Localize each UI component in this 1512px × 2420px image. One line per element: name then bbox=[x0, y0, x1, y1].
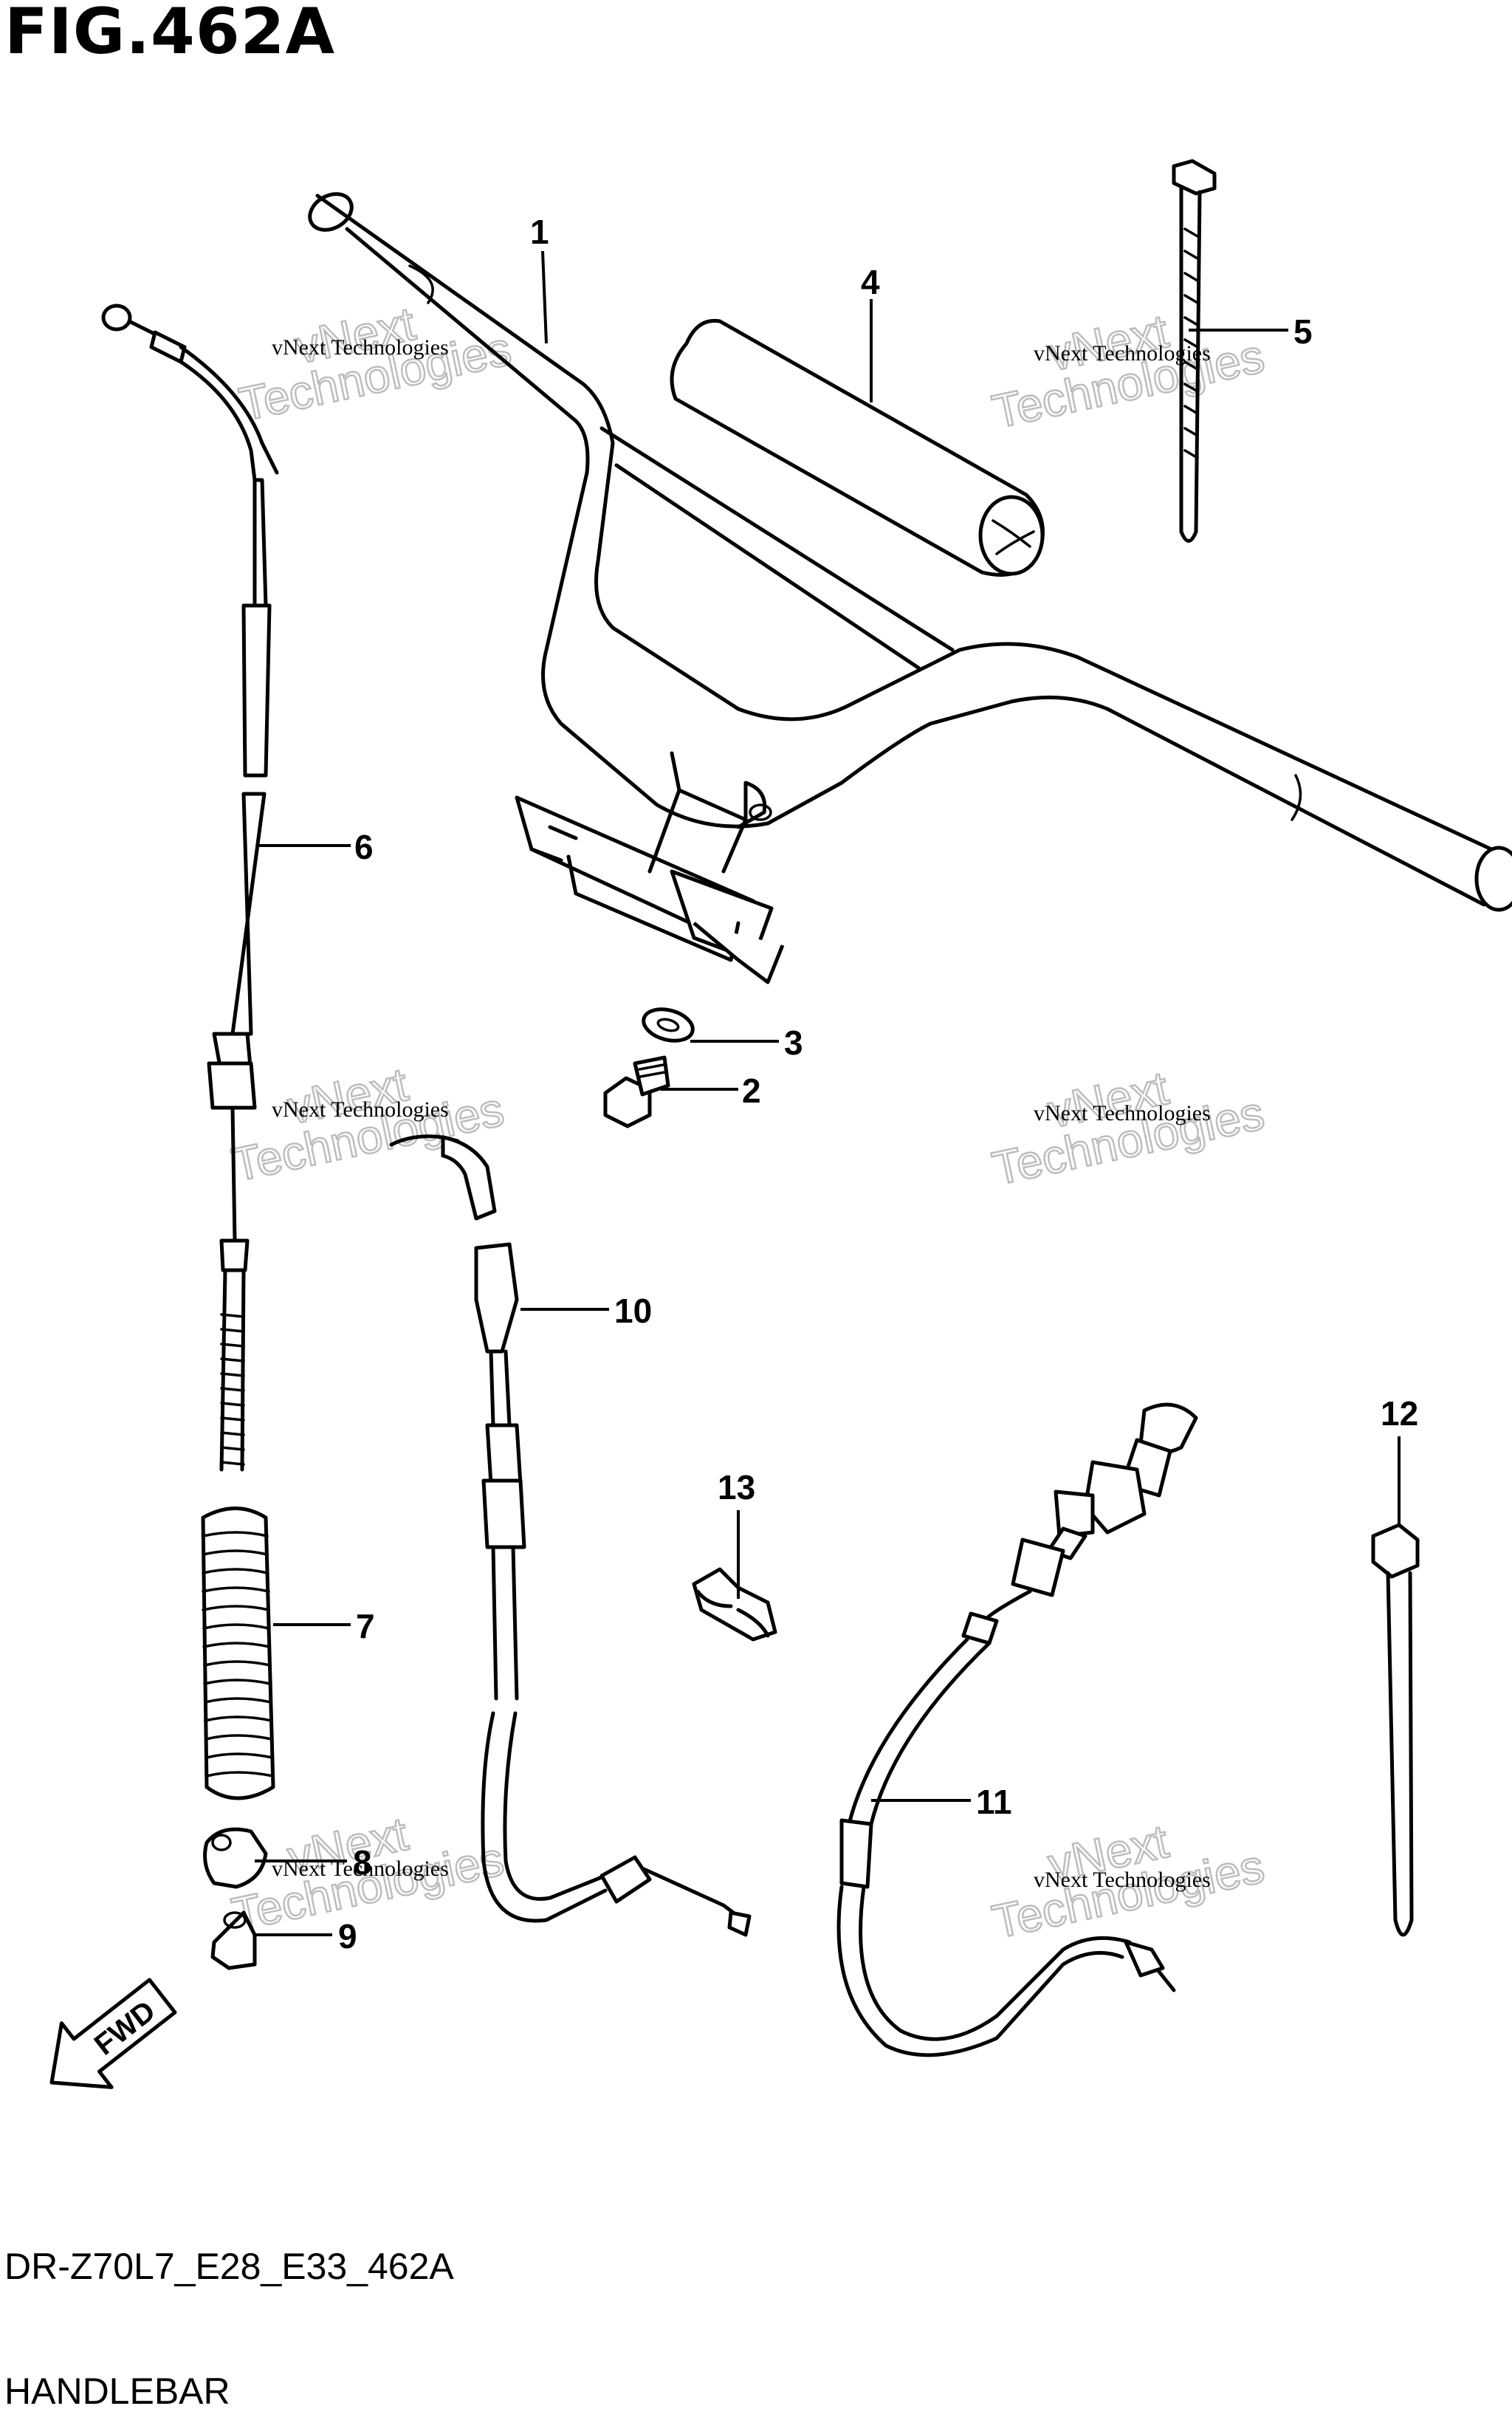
callout-8: 8 bbox=[353, 1843, 372, 1882]
part-5-tie bbox=[1172, 159, 1217, 543]
callout-numbers: 1 2 3 4 5 6 7 8 9 10 11 12 13 bbox=[338, 213, 1418, 1955]
callout-10: 10 bbox=[614, 1292, 652, 1330]
callout-5: 5 bbox=[1293, 312, 1313, 351]
part-8-cap bbox=[203, 1827, 268, 1889]
figure-code: DR-Z70L7_E28_E33_462A bbox=[4, 2246, 454, 2287]
callout-2: 2 bbox=[742, 1072, 761, 1110]
part-11-choke-cable bbox=[836, 1402, 1198, 2057]
callout-9: 9 bbox=[338, 1917, 357, 1955]
figure-name: HANDLEBAR bbox=[4, 2371, 230, 2412]
figure-title: FIG.462A bbox=[4, 0, 336, 69]
callout-13: 13 bbox=[718, 1468, 755, 1506]
watermark-text: vNext Technologies bbox=[272, 335, 449, 360]
part-10-throttle-cable bbox=[389, 1134, 752, 1937]
part-7-boot bbox=[201, 1506, 275, 1800]
callout-7: 7 bbox=[356, 1607, 375, 1645]
watermark-text: vNext Technologies bbox=[272, 1097, 449, 1122]
part-2-bolt bbox=[603, 1055, 670, 1128]
part-6-cable bbox=[101, 304, 279, 1472]
part-9-cap bbox=[210, 1910, 257, 1970]
watermark-text: vNext Technologies bbox=[1034, 1868, 1211, 1892]
part-12-cable-tie bbox=[1371, 1523, 1420, 1937]
fwd-arrow: FWD bbox=[49, 1978, 177, 2089]
callout-6: 6 bbox=[354, 828, 374, 866]
part-1-handlebar bbox=[308, 192, 1512, 984]
leader-lines bbox=[255, 250, 1401, 1936]
part-13-clamp bbox=[692, 1567, 777, 1642]
callout-11: 11 bbox=[976, 1783, 1012, 1821]
part-3-washer bbox=[642, 1007, 695, 1043]
callout-4: 4 bbox=[861, 263, 880, 301]
watermark-group: Technologies vNext vNext Technologies Te… bbox=[227, 296, 1270, 1950]
part-4-pad bbox=[670, 318, 1045, 577]
callout-3: 3 bbox=[784, 1024, 803, 1062]
watermark-text: vNext Technologies bbox=[1034, 1101, 1211, 1125]
callout-12: 12 bbox=[1381, 1394, 1418, 1433]
callout-1: 1 bbox=[530, 213, 549, 251]
